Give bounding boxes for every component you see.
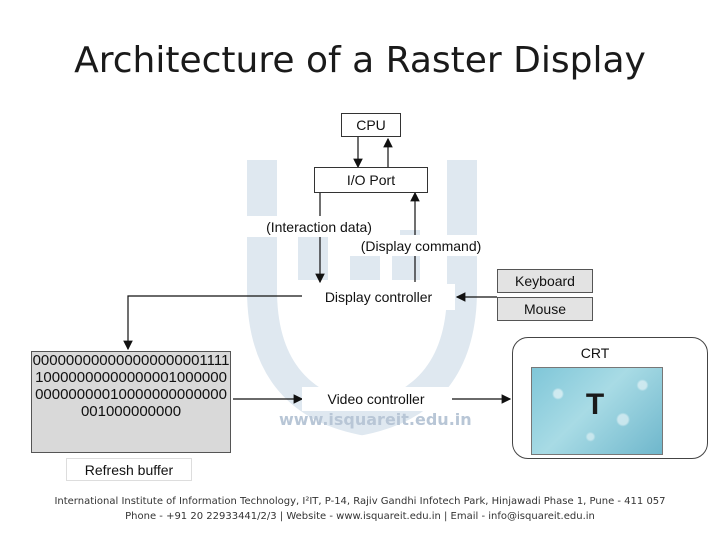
display-command-label: (Display command)	[337, 235, 505, 256]
watermark-url: www.isquareit.edu.in	[279, 410, 472, 429]
keyboard-box: Keyboard	[497, 269, 593, 293]
footer-address: International Institute of Information T…	[54, 496, 666, 507]
display-controller-box: Display controller	[302, 284, 455, 310]
line-controller-to-buffer	[123, 295, 302, 351]
refresh-buffer-bits: 0000000000000000000011111000000000000000…	[31, 351, 231, 453]
slide-title: Architecture of a Raster Display	[74, 40, 646, 81]
io-port-box: I/O Port	[314, 167, 428, 193]
cpu-box: CPU	[341, 113, 401, 137]
mouse-box: Mouse	[497, 297, 593, 321]
crt-label: CRT	[580, 345, 610, 361]
crt-screen	[531, 367, 663, 455]
video-controller-box: Video controller	[302, 387, 450, 411]
crt-screen-glyph: T	[585, 388, 605, 421]
refresh-buffer-label: Refresh buffer	[66, 458, 192, 481]
footer-contact: Phone - +91 20 22933441/2/3 | Website - …	[125, 511, 595, 522]
interaction-data-label: (Interaction data)	[238, 216, 400, 237]
